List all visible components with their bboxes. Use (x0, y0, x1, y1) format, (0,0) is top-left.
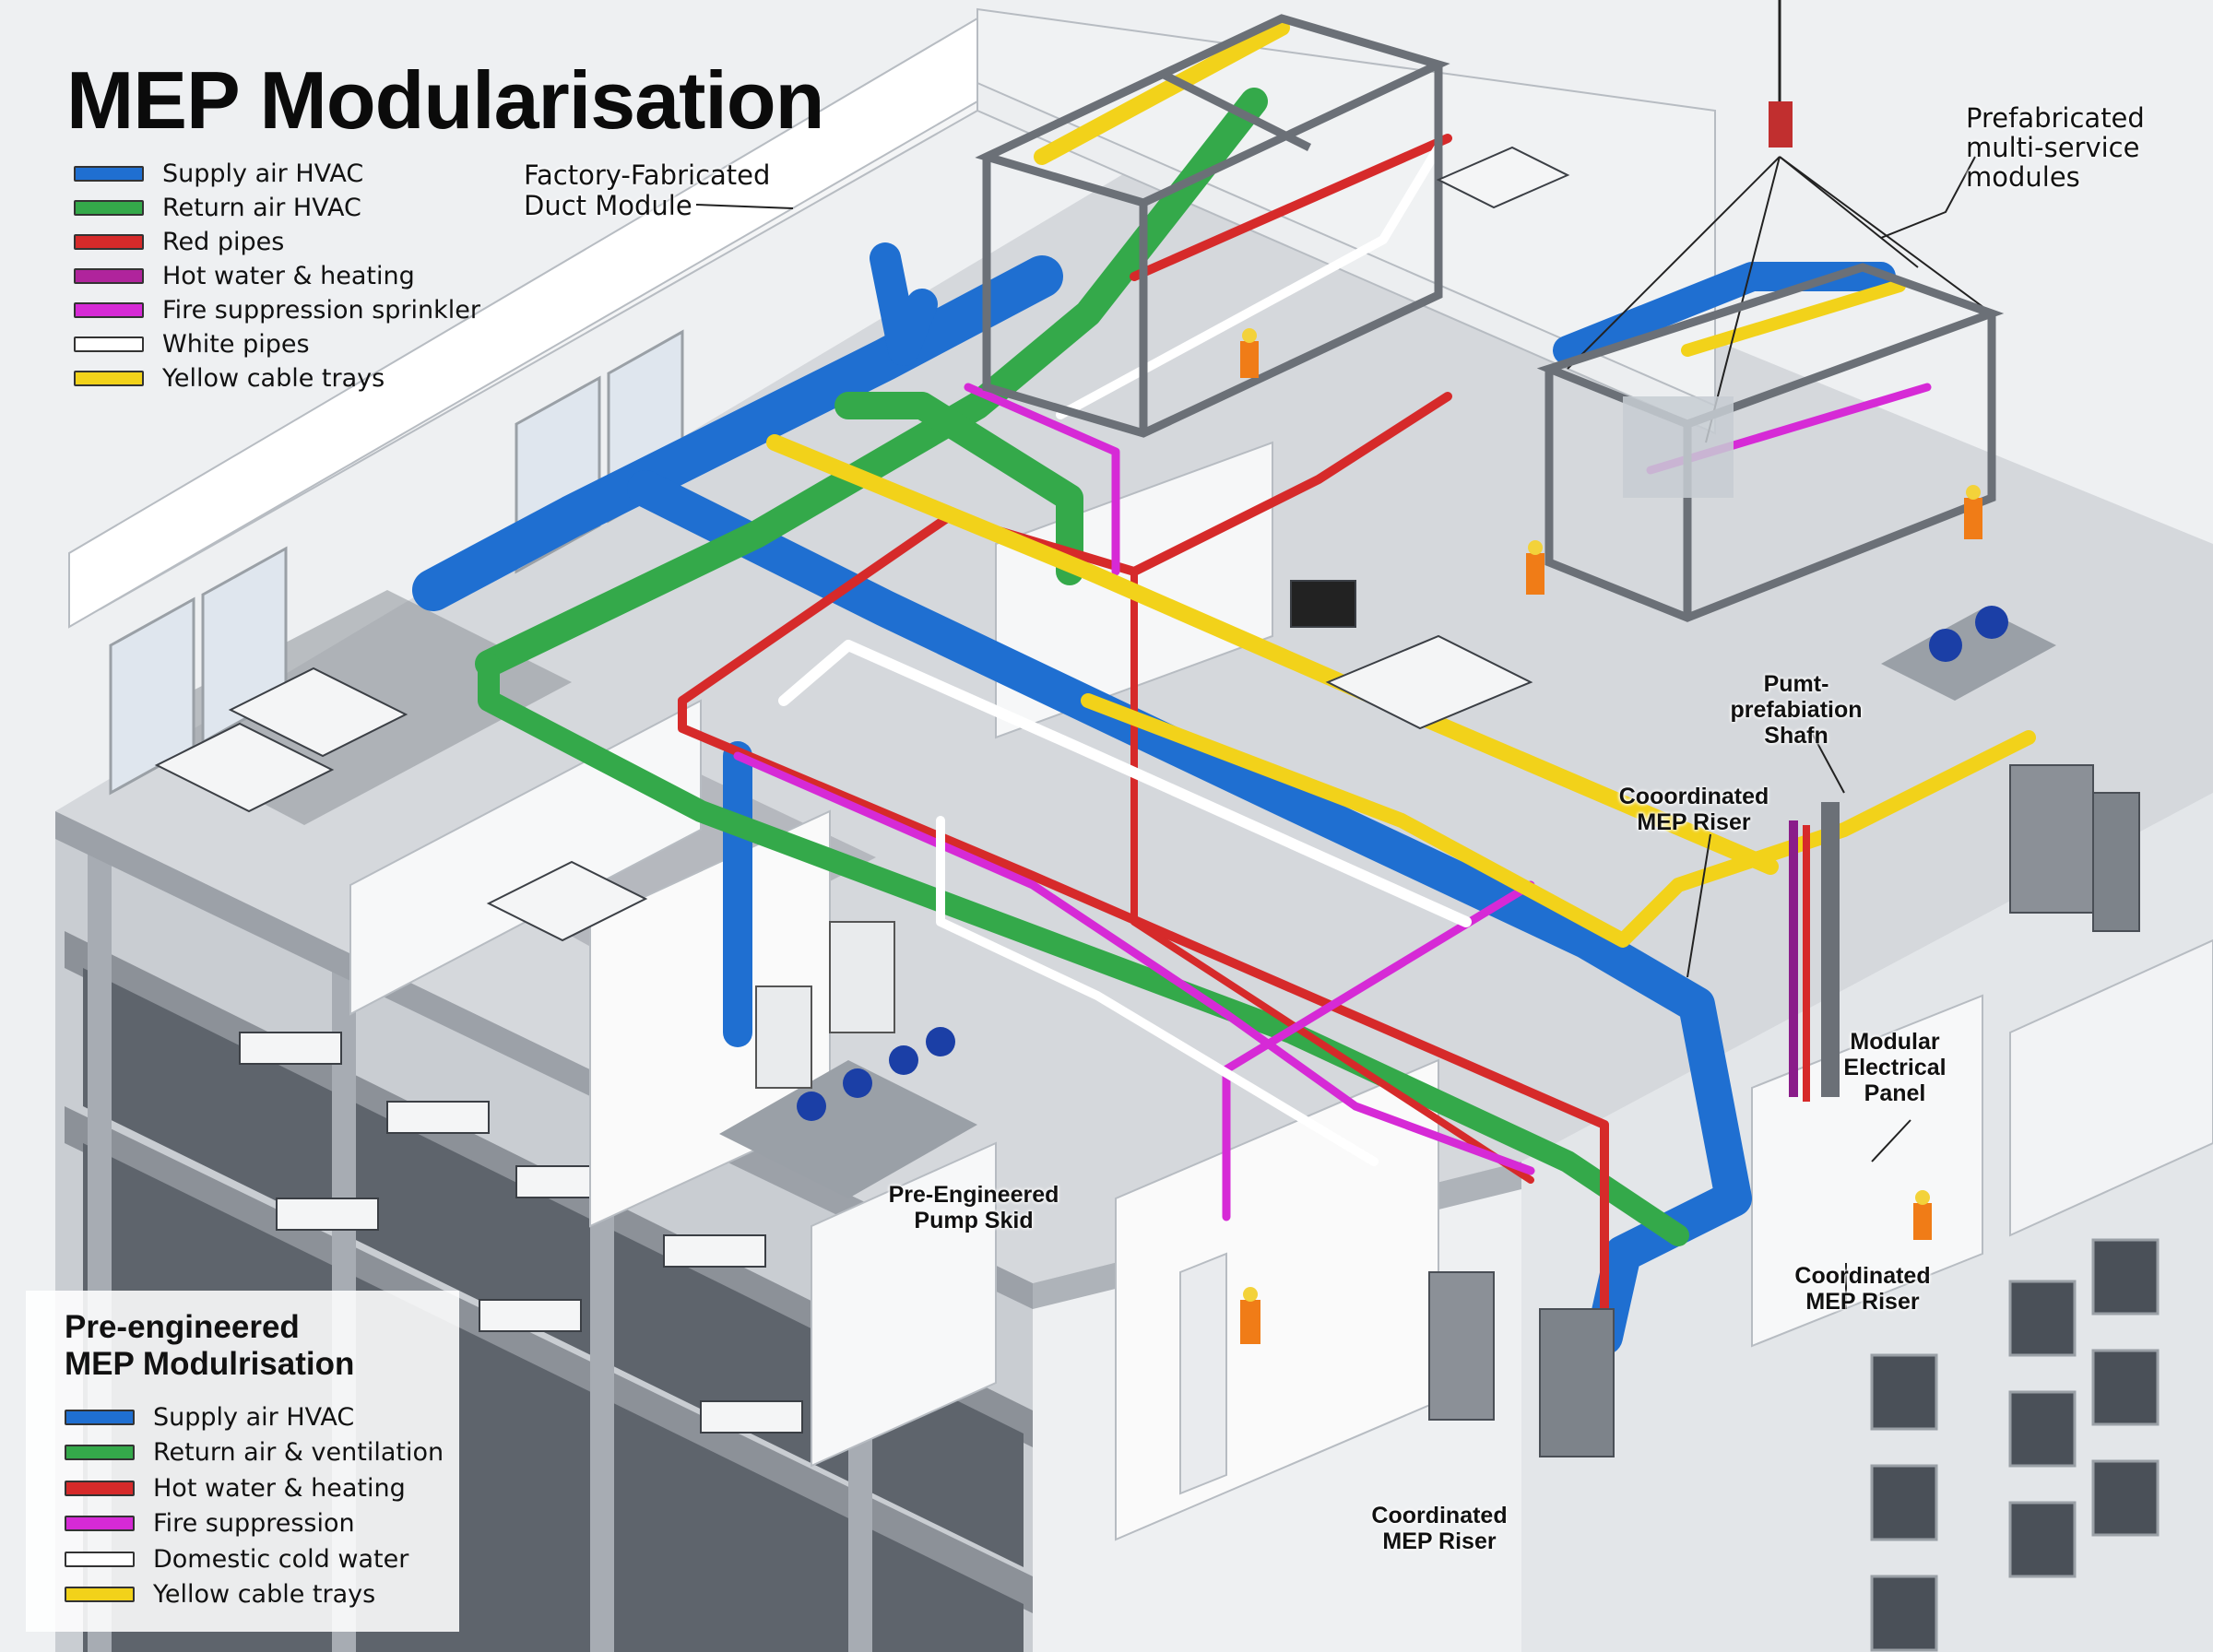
leader-lines (695, 156, 1976, 1309)
legend-item: Yellow cable trays (74, 361, 480, 395)
legend-swatch (65, 1551, 135, 1567)
legend-swatch (74, 371, 144, 386)
legend-label: Hot water & heating (162, 262, 415, 290)
callout-line: Pump Skid (914, 1208, 1034, 1233)
legend-item: Supply air HVAC (65, 1399, 444, 1435)
legend-swatch (74, 302, 144, 318)
legend-top: Supply air HVAC Return air HVAC Red pipe… (74, 157, 480, 395)
legend-swatch (74, 234, 144, 250)
legend-item: Return air & ventilation (65, 1435, 444, 1471)
legend-label: Fire suppression (153, 1509, 355, 1539)
electrical-panels (1428, 764, 2140, 1457)
legend-bottom-title-line1: Pre-engineered (65, 1309, 300, 1345)
callout-line: Modular (1850, 1029, 1940, 1055)
legend-swatch (74, 166, 144, 182)
legend-bottom-panel (26, 1291, 459, 1632)
legend-item: Return air HVAC (74, 191, 480, 225)
legend-label: Return air & ventilation (153, 1438, 444, 1468)
duct-module-frame (975, 14, 1450, 438)
callout-line: Shafn (1764, 723, 1828, 749)
legend-item: Hot water & heating (74, 259, 480, 293)
callout-line: modules (1966, 161, 2080, 193)
legend-label: Yellow cable trays (153, 1580, 376, 1610)
white-pipe (778, 640, 1472, 927)
workers (1240, 328, 1982, 1344)
legend-label: White pipes (162, 330, 310, 359)
fire-suppression-pipe (964, 383, 1120, 576)
callout-line: MEP Riser (1805, 1289, 1920, 1315)
legend-label: Supply air HVAC (162, 159, 364, 188)
callout-modular-electrical-panel: Modular Electrical Panel (1830, 1029, 1959, 1106)
legend-item: Fire suppression (65, 1506, 444, 1542)
callout-factory-duct-module: Factory-Fabricated Duct Module (524, 160, 770, 221)
callout-line: prefabiation (1730, 697, 1863, 723)
legend-label: Return air HVAC (162, 194, 361, 222)
legend-bottom-title-line2: MEP Modulrisation (65, 1346, 355, 1382)
callout-line: Pumt- (1763, 671, 1829, 697)
legend-swatch (65, 1516, 135, 1532)
legend-item: Hot water & heating (65, 1470, 444, 1506)
pump-skid-right (1881, 606, 2056, 701)
callout-line: Pre-Engineered (888, 1182, 1059, 1208)
legend-label: Yellow cable trays (162, 364, 385, 393)
risers (1789, 802, 1840, 1102)
legend-item: Fire suppression sprinkler (74, 293, 480, 327)
callout-line: Duct Module (524, 190, 692, 221)
legend-label: Hot water & heating (153, 1473, 406, 1503)
callout-line: Factory-Fabricated (524, 159, 771, 191)
prefab-module (1536, 0, 2005, 622)
callout-line: Coordinated (1794, 1263, 1931, 1289)
callout-line: Cooordinated (1618, 784, 1769, 809)
callout-riser-b: Coordinated MEP Riser (1766, 1263, 1959, 1315)
callout-line: Prefabricated (1966, 102, 2145, 134)
legend-item: Domestic cold water (65, 1541, 444, 1577)
callout-riser-c: Coordinated MEP Riser (1343, 1503, 1536, 1554)
callout-riser-a: Cooordinated MEP Riser (1588, 784, 1800, 835)
callout-pump-skid: Pre-Engineered Pump Skid (863, 1182, 1084, 1233)
callout-pump-shaft: Pumt- prefabiation Shafn (1722, 671, 1870, 749)
callout-line: Coordinated (1371, 1503, 1508, 1528)
legend-swatch (65, 1480, 135, 1496)
legend-swatch (74, 200, 144, 216)
page-title: MEP Modularisation (66, 54, 824, 146)
legend-item: Red pipes (74, 225, 480, 259)
legend-label: Domestic cold water (153, 1544, 409, 1574)
legend-swatch (74, 268, 144, 284)
legend-label: Supply air HVAC (153, 1402, 355, 1432)
legend-item: Yellow cable trays (65, 1577, 444, 1613)
pump-skid-left (719, 921, 977, 1198)
callout-prefab-modules: Prefabricated multi-service modules (1966, 103, 2145, 192)
legend-swatch (65, 1445, 135, 1461)
callout-line: MEP Riser (1637, 809, 1751, 835)
legend-label: Red pipes (162, 228, 285, 256)
supply-air-duct (412, 255, 1063, 611)
callout-line: Electrical (1843, 1055, 1947, 1080)
furniture (154, 146, 1570, 942)
callout-line: multi-service (1966, 132, 2140, 163)
legend-item: Supply air HVAC (74, 157, 480, 191)
legend-bottom: Supply air HVAC Return air & ventilation… (65, 1399, 444, 1612)
callout-line: Panel (1864, 1080, 1926, 1106)
legend-swatch (65, 1409, 135, 1425)
legend-swatch (74, 336, 144, 352)
callout-line: MEP Riser (1382, 1528, 1497, 1554)
legend-item: White pipes (74, 327, 480, 361)
legend-swatch (65, 1587, 135, 1603)
legend-label: Fire suppression sprinkler (162, 296, 480, 324)
service-runs (412, 19, 2036, 1355)
